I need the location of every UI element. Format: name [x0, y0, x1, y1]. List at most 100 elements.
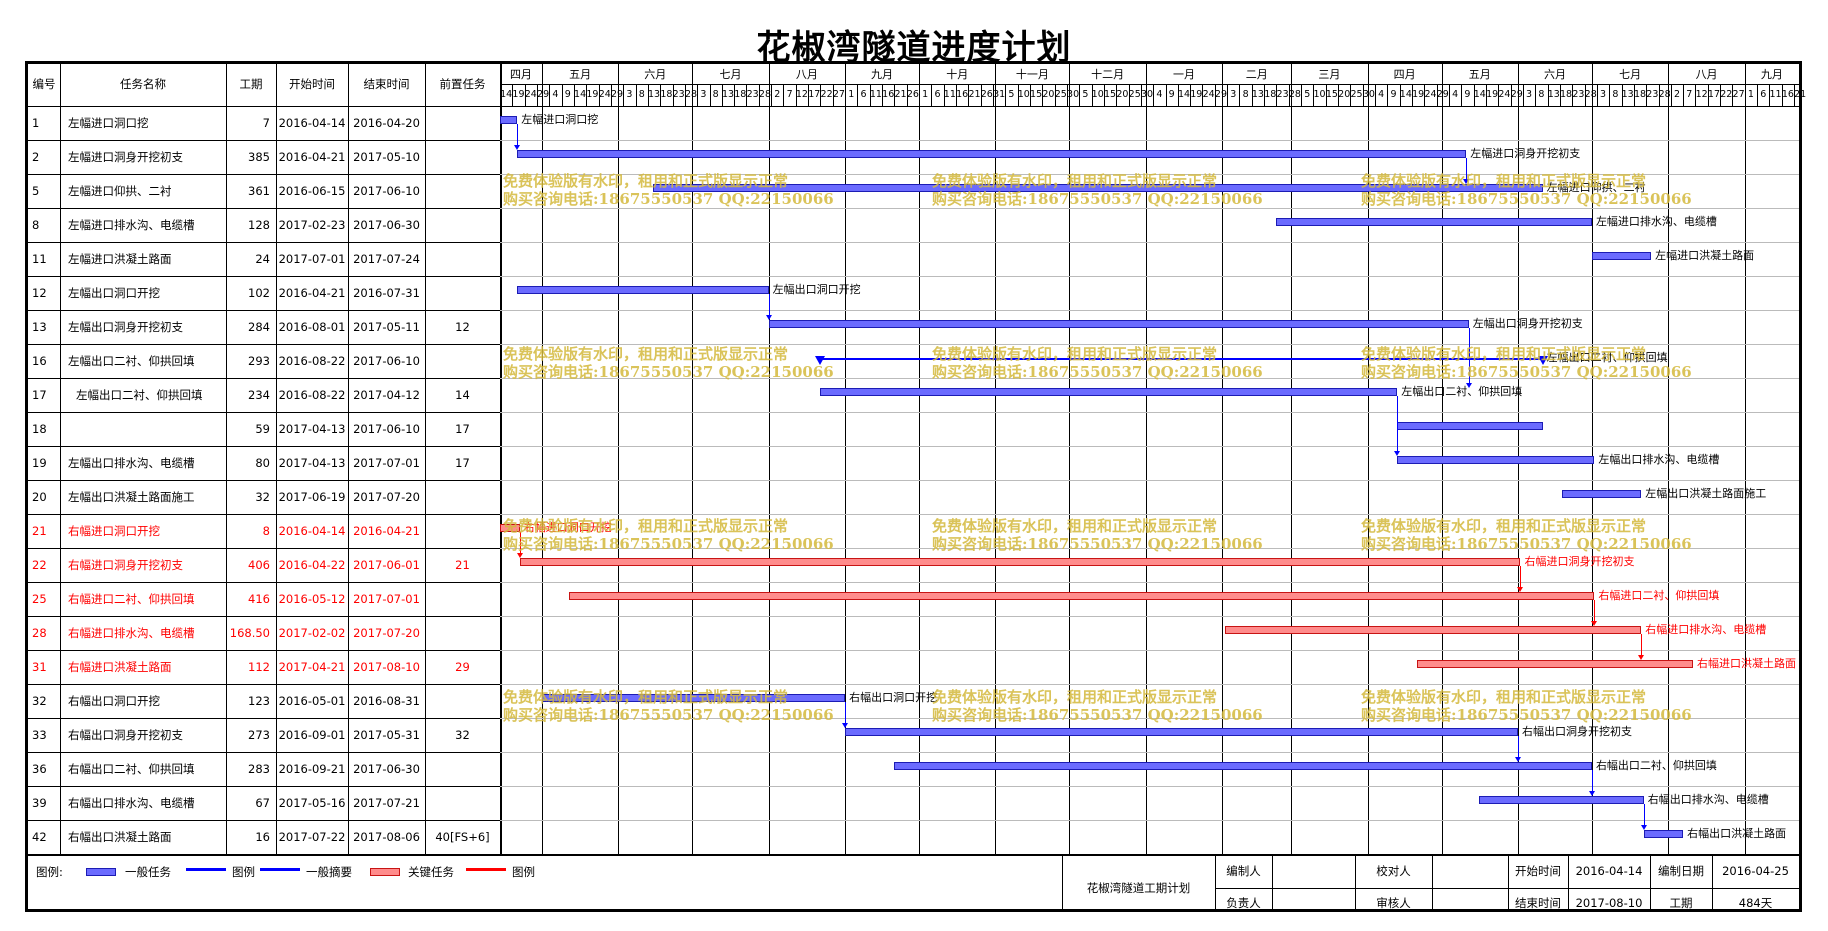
day-tick: 30: [1140, 89, 1154, 100]
row-divider: [28, 548, 500, 549]
task-id: 2: [32, 150, 40, 164]
task-name: 左幅出口洪凝土路面施工: [68, 490, 195, 504]
bar-label: 左幅出口排水沟、电缆槽: [1598, 453, 1720, 466]
task-duration: 128: [248, 218, 270, 232]
task-name: 右幅进口洞身开挖初支: [68, 558, 183, 572]
bar-label: 左幅出口洪凝土路面施工: [1645, 487, 1767, 500]
tick-divider: [1079, 84, 1081, 106]
tick-divider: [783, 84, 785, 106]
bar-label: 左幅出口洞口开挖: [772, 283, 861, 296]
day-tick: 16: [956, 89, 969, 100]
watermark-line: 购买咨询电话:18675550537 QQ:22150066: [503, 535, 834, 553]
chart-row-divider: [500, 820, 1799, 821]
day-tick: 5: [1008, 89, 1015, 100]
critical-task-bar: [1416, 660, 1693, 668]
day-tick: 20: [1042, 89, 1055, 100]
row-divider: [28, 786, 500, 787]
day-tick: 3: [1230, 89, 1237, 100]
dependency-arrow: [514, 145, 521, 150]
legend-critical: 关键任务: [408, 865, 454, 879]
task-duration: 123: [248, 694, 270, 708]
task-start: 2016-04-14: [278, 116, 346, 130]
footer-divider: [1712, 854, 1713, 909]
tick-divider: [549, 84, 551, 106]
task-bar: [1397, 422, 1543, 430]
day-tick: 25: [1054, 89, 1067, 100]
tick-divider: [586, 84, 588, 106]
footer-mid-line: [1215, 888, 1799, 889]
day-tick: 23: [746, 89, 759, 100]
legend-summary: 一般摘要: [306, 865, 352, 879]
tick-divider: [1757, 84, 1759, 106]
legend-title: 图例:: [36, 865, 63, 879]
task-id: 12: [32, 286, 47, 300]
task-end: 2017-06-01: [353, 558, 420, 572]
task-duration: 80: [255, 456, 270, 470]
task-end: 2017-05-10: [353, 150, 420, 164]
watermark-line: 购买咨询电话:18675550537 QQ:22150066: [503, 363, 834, 381]
legend-critical-milestone: 图例: [512, 865, 535, 879]
task-predecessor: 32: [455, 728, 470, 742]
row-divider: [28, 514, 500, 515]
tick-divider: [660, 84, 662, 106]
column-header: 任务名称: [120, 77, 166, 91]
footer-divider: [1062, 854, 1063, 909]
day-tick: 1: [922, 89, 929, 100]
day-tick: 29: [1214, 89, 1228, 100]
day-tick: 4: [552, 89, 559, 100]
tick-divider: [512, 84, 514, 106]
tick-divider: [623, 84, 625, 106]
task-bar: [894, 762, 1592, 770]
day-tick: 10: [1091, 89, 1104, 100]
task-predecessor: 14: [455, 388, 470, 402]
task-id: 18: [32, 422, 47, 436]
tick-divider: [1448, 84, 1450, 106]
dependency-line: [1520, 566, 1522, 588]
critical-task-bar: [519, 558, 1521, 566]
chart-row-divider: [500, 378, 1799, 379]
day-tick: 29: [611, 89, 624, 100]
month-label: 八月: [1695, 68, 1718, 81]
day-tick: 7: [786, 89, 793, 100]
task-name: 左幅进口洞身开挖初支: [68, 150, 183, 164]
tick-divider: [1325, 84, 1327, 106]
day-tick: 18: [1633, 89, 1647, 100]
tick-divider: [894, 84, 896, 106]
watermark-line: 购买咨询电话:18675550537 QQ:22150066: [932, 190, 1263, 208]
watermark-line: 免费体验版有水印，租用和正式版显示正常: [503, 172, 789, 190]
watermark-line: 免费体验版有水印，租用和正式版显示正常: [932, 517, 1218, 535]
day-tick: 13: [1621, 89, 1634, 100]
bar-label: 右幅进口洪凝土路面: [1697, 657, 1796, 670]
task-duration: 273: [248, 728, 270, 742]
bar-label: 右幅出口洪凝土路面: [1687, 827, 1787, 840]
legend-summary-swatch: [260, 868, 300, 871]
dependency-line: [1591, 770, 1593, 792]
footer-field: 2016-04-25: [1722, 864, 1789, 878]
footer-divider: [1272, 854, 1273, 909]
tick-divider: [1350, 84, 1352, 106]
tick-divider: [808, 84, 810, 106]
day-tick: 14: [1399, 89, 1412, 100]
task-duration: 168.50: [229, 626, 270, 640]
tick-divider: [1658, 84, 1660, 106]
chart-row-divider: [500, 344, 1799, 345]
tick-divider: [610, 84, 612, 106]
day-tick: 15: [1030, 89, 1043, 100]
tick-divider: [1387, 84, 1389, 106]
task-end: 2017-06-30: [353, 762, 420, 776]
task-start: 2016-09-01: [278, 728, 346, 742]
day-tick: 4: [1156, 89, 1163, 100]
task-end: 2016-04-20: [353, 116, 420, 130]
watermark-line: 免费体验版有水印，租用和正式版显示正常: [932, 345, 1218, 363]
tick-divider: [1301, 84, 1303, 106]
day-tick: 29: [1510, 89, 1523, 100]
task-end: 2017-08-10: [353, 660, 420, 674]
column-header: 工期: [239, 77, 263, 91]
tick-divider: [1683, 84, 1685, 106]
month-label: 十月: [946, 68, 969, 81]
task-duration: 293: [248, 354, 270, 368]
tick-divider: [931, 84, 933, 106]
bar-label: 左幅进口排水沟、电缆槽: [1595, 215, 1717, 228]
chart-row-divider: [500, 684, 1799, 685]
month-divider: [541, 64, 543, 854]
